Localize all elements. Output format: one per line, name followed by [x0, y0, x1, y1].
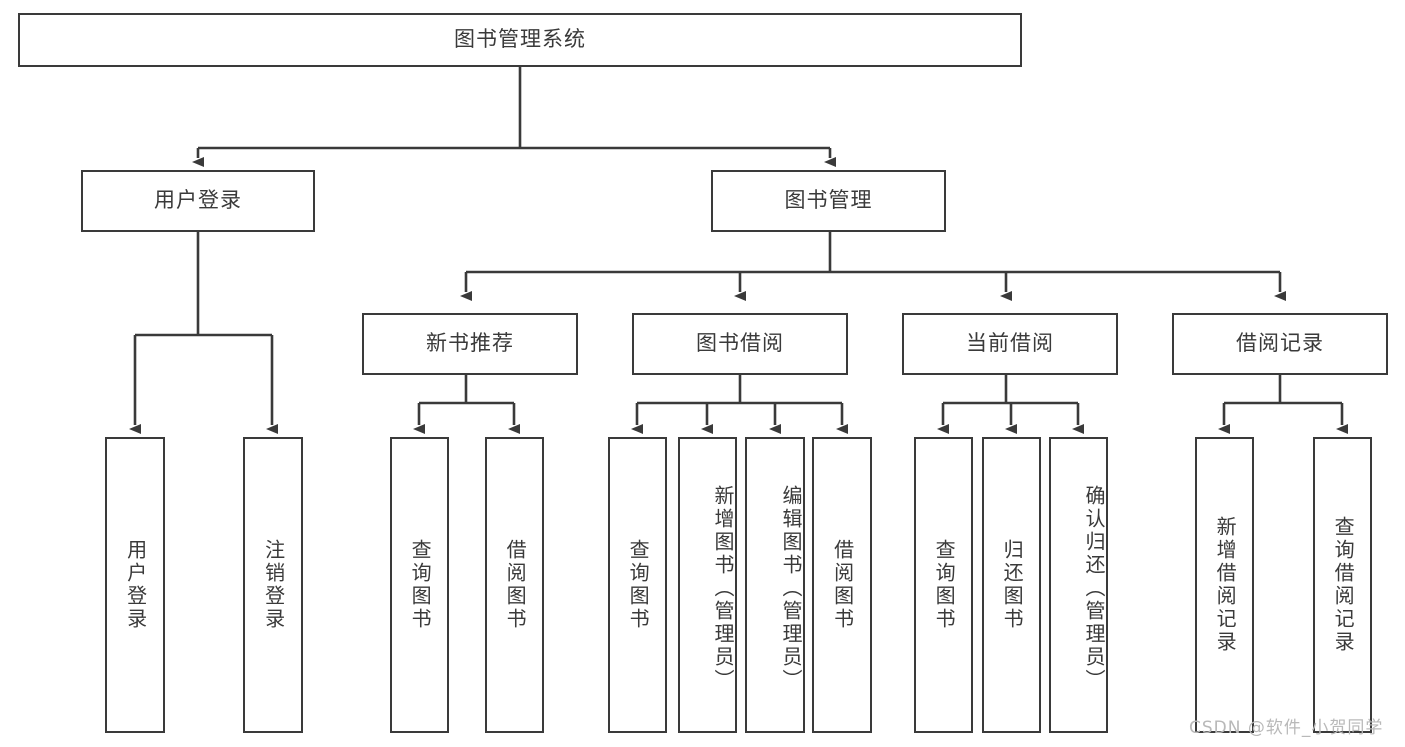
node-leaf-user-logout-label: 注销登录	[261, 539, 286, 631]
node-borrow-record-label: 借阅记录	[1236, 331, 1324, 356]
node-leaf-query-book-1[interactable]: 查询图书	[390, 437, 449, 733]
node-leaf-query-book-3-label: 查询图书	[932, 539, 957, 631]
node-leaf-query-book-3[interactable]: 查询图书	[914, 437, 973, 733]
node-leaf-confirm-return-label: 确认归还（管理员）	[1082, 484, 1106, 692]
node-book-manage[interactable]: 图书管理	[711, 170, 946, 232]
node-leaf-borrow-book-1[interactable]: 借阅图书	[485, 437, 544, 733]
node-leaf-return-book-label: 归还图书	[1000, 539, 1025, 631]
node-leaf-confirm-return[interactable]: 确认归还（管理员）	[1049, 437, 1108, 733]
node-leaf-add-record-label: 新增借阅记录	[1213, 516, 1238, 654]
node-leaf-query-record[interactable]: 查询借阅记录	[1313, 437, 1372, 733]
node-leaf-user-login[interactable]: 用户登录	[105, 437, 165, 733]
node-leaf-query-book-2[interactable]: 查询图书	[608, 437, 667, 733]
node-user-login[interactable]: 用户登录	[81, 170, 315, 232]
node-leaf-query-book-1-label: 查询图书	[408, 539, 433, 631]
node-leaf-query-record-label: 查询借阅记录	[1331, 516, 1356, 654]
node-user-login-label: 用户登录	[154, 188, 242, 213]
node-leaf-user-login-label: 用户登录	[123, 539, 148, 631]
node-book-borrow[interactable]: 图书借阅	[632, 313, 848, 375]
node-leaf-borrow-book-2[interactable]: 借阅图书	[812, 437, 872, 733]
node-leaf-edit-book-label: 编辑图书（管理员）	[779, 484, 803, 692]
node-leaf-borrow-book-2-label: 借阅图书	[830, 539, 855, 631]
node-leaf-add-book[interactable]: 新增图书（管理员）	[678, 437, 737, 733]
watermark-text: CSDN @软件_小贺同学	[1189, 718, 1384, 738]
node-leaf-edit-book[interactable]: 编辑图书（管理员）	[745, 437, 805, 733]
node-leaf-add-record[interactable]: 新增借阅记录	[1195, 437, 1254, 733]
node-borrow-record[interactable]: 借阅记录	[1172, 313, 1388, 375]
node-new-book-rec-label: 新书推荐	[426, 331, 514, 356]
node-leaf-query-book-2-label: 查询图书	[626, 539, 651, 631]
node-book-borrow-label: 图书借阅	[696, 331, 784, 356]
node-leaf-add-book-label: 新增图书（管理员）	[711, 484, 735, 692]
node-leaf-user-logout[interactable]: 注销登录	[243, 437, 303, 733]
node-new-book-rec[interactable]: 新书推荐	[362, 313, 578, 375]
node-leaf-borrow-book-1-label: 借阅图书	[503, 539, 528, 631]
node-root[interactable]: 图书管理系统	[18, 13, 1022, 67]
node-root-label: 图书管理系统	[454, 27, 586, 52]
node-book-manage-label: 图书管理	[784, 188, 873, 213]
node-leaf-return-book[interactable]: 归还图书	[982, 437, 1041, 733]
node-current-borrow[interactable]: 当前借阅	[902, 313, 1118, 375]
node-current-borrow-label: 当前借阅	[966, 331, 1054, 356]
